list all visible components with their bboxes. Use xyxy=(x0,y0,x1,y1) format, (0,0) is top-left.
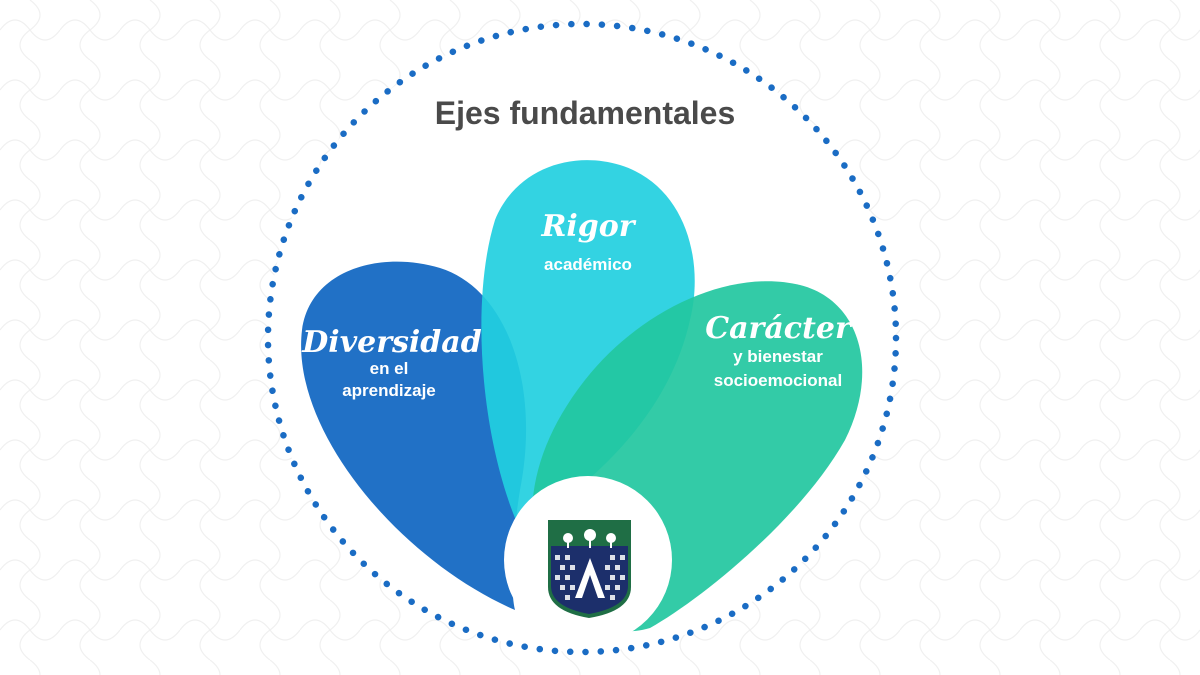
petal-script-caracter: Carácter xyxy=(705,311,853,346)
school-shield-icon xyxy=(548,520,631,618)
petal-line-rigor-1: académico xyxy=(544,255,632,274)
petal-script-rigor: Rigor xyxy=(540,209,636,244)
petal-rigor xyxy=(481,160,695,530)
petal-script-diversidad: Diversidad xyxy=(301,325,481,360)
petal-diversidad xyxy=(301,261,527,610)
petal-line-diversidad-2: aprendizaje xyxy=(342,381,436,400)
petal-line-caracter-2: socioemocional xyxy=(714,371,842,390)
diagram-title: Ejes fundamentales xyxy=(435,95,736,131)
petal-line-diversidad-1: en el xyxy=(370,359,409,378)
label-caracter: Carácter y bienestar socioemocional xyxy=(705,311,853,390)
dotted-ring xyxy=(264,20,900,656)
petal-line-caracter-1: y bienestar xyxy=(733,347,823,366)
label-diversidad: Diversidad en el aprendizaje xyxy=(301,325,481,400)
label-rigor: Rigor académico xyxy=(540,209,636,274)
